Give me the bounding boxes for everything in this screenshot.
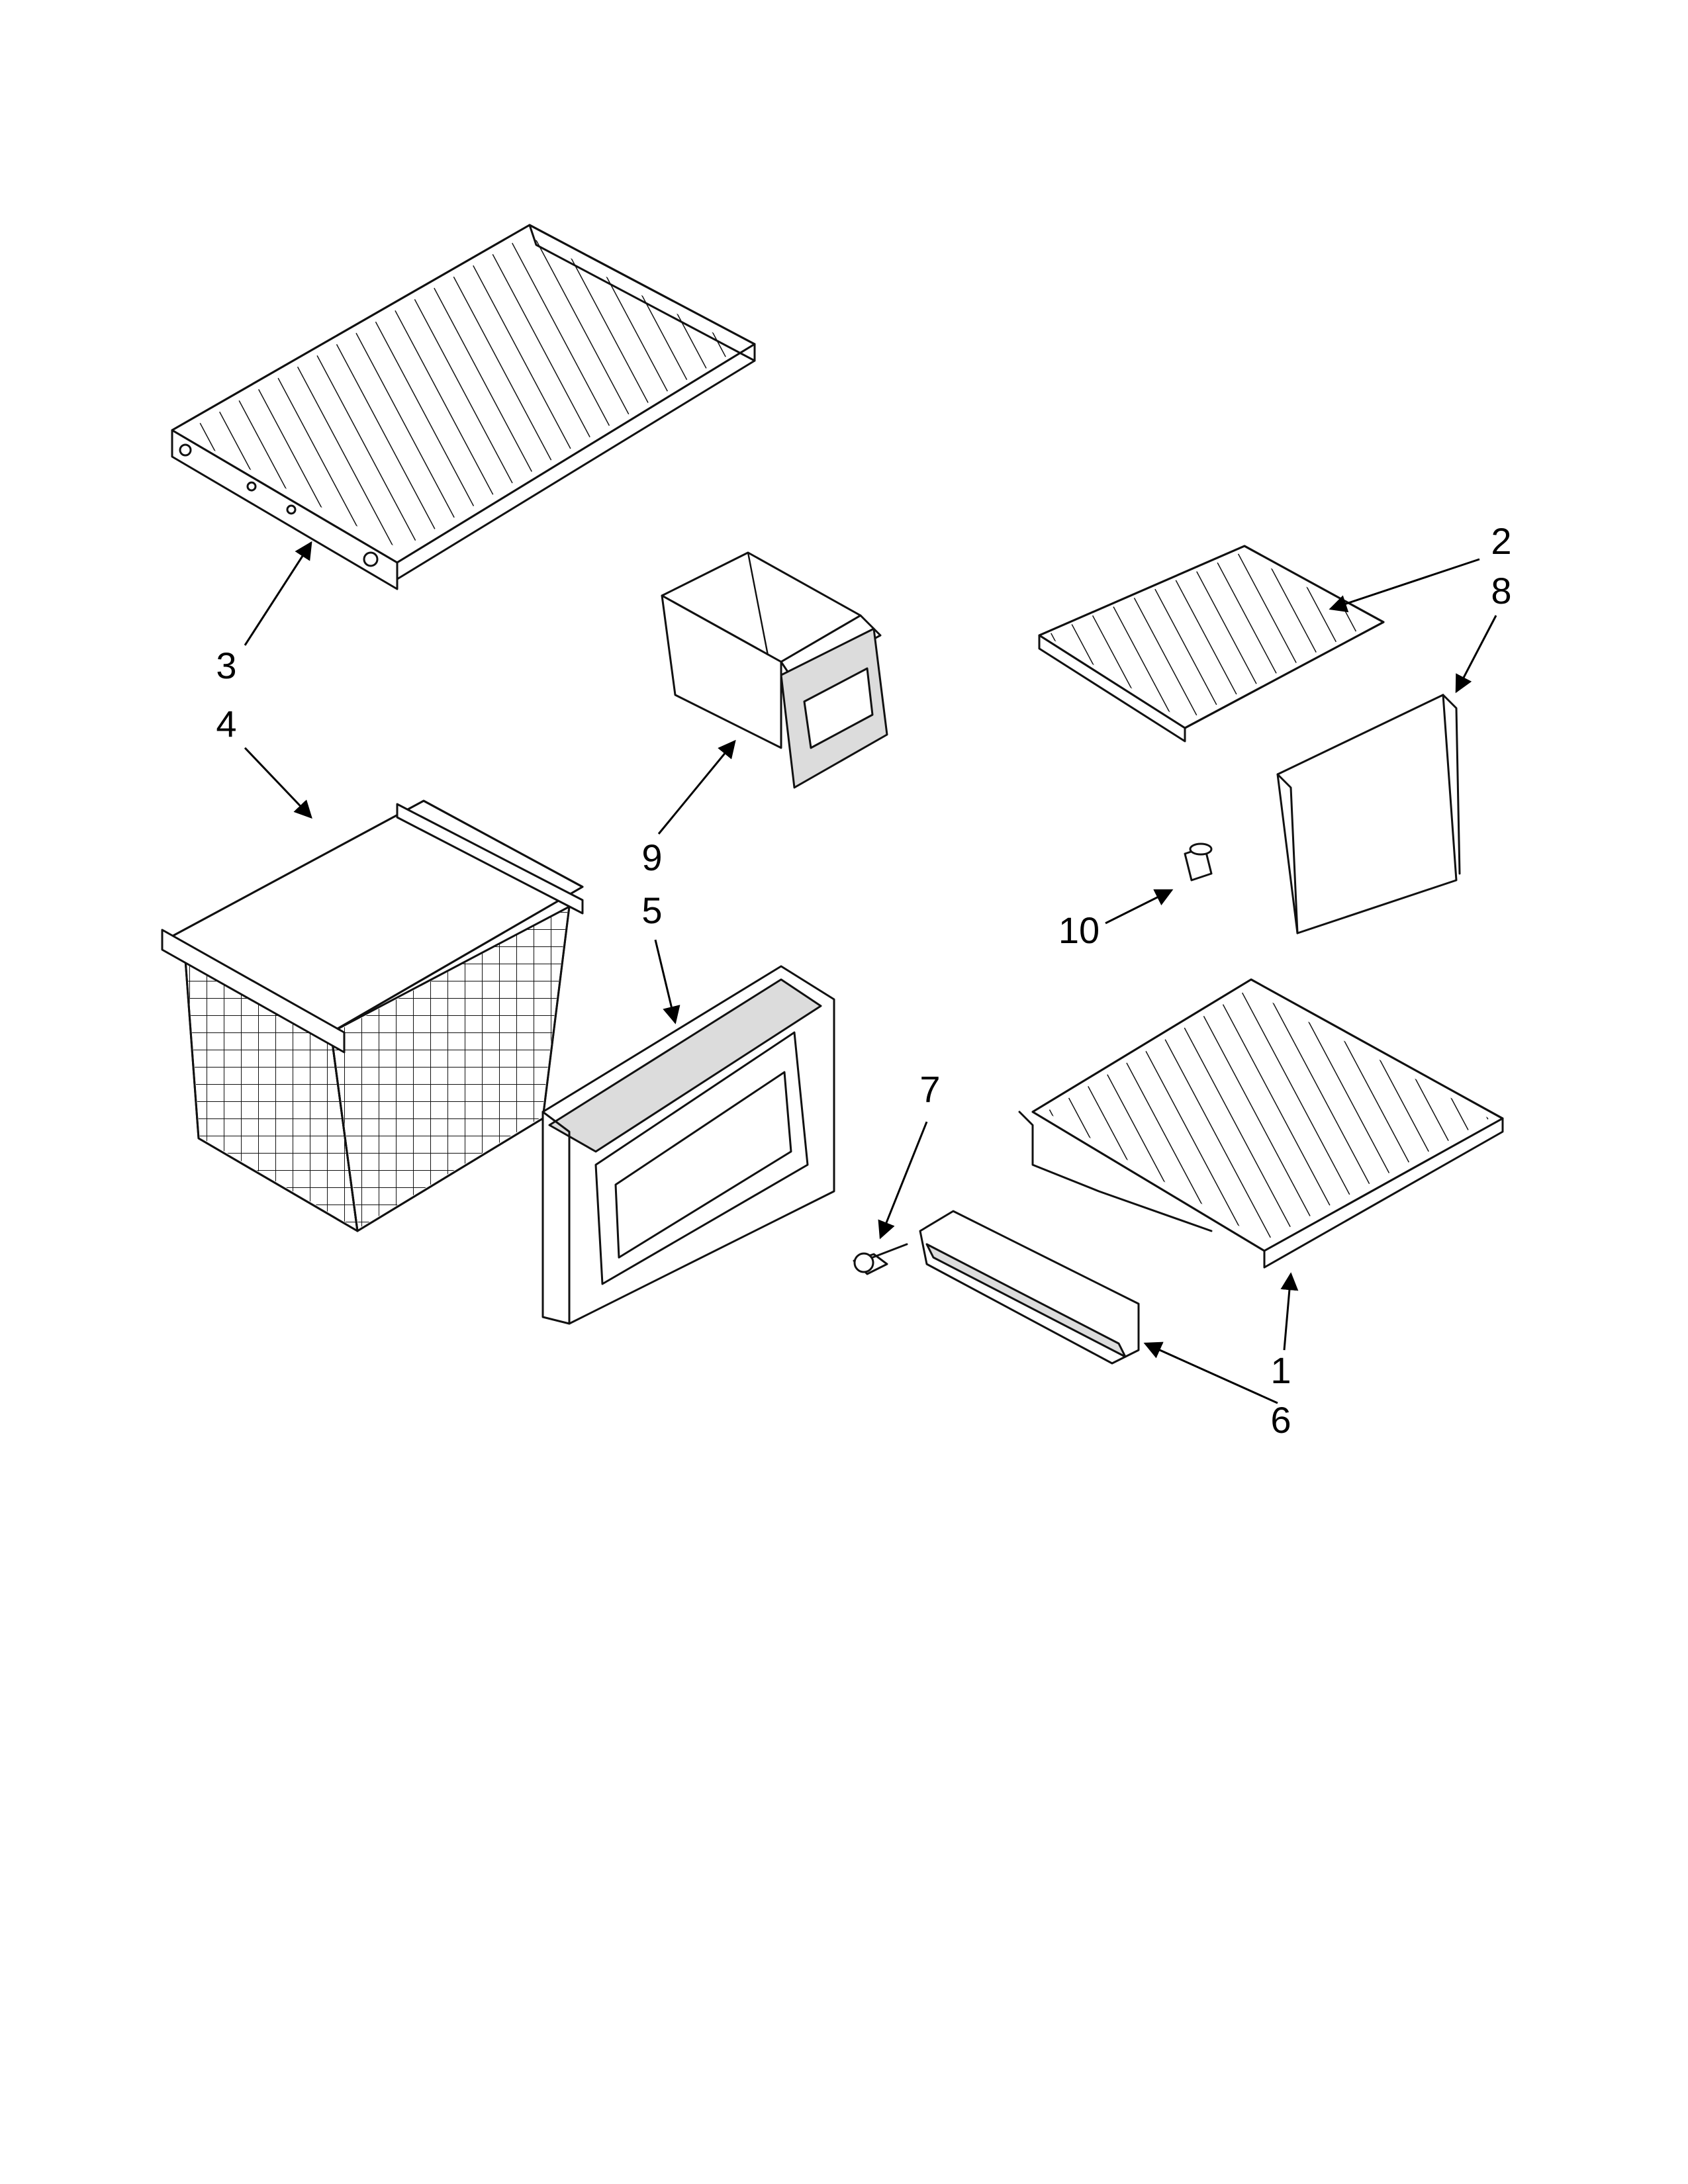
- callout-4: 4: [216, 703, 236, 745]
- callout-6: 6: [1270, 1399, 1291, 1441]
- part-1-lower-shelf: [1018, 978, 1504, 1269]
- callout-8: 8: [1491, 570, 1511, 612]
- part-10-bumper: [1184, 842, 1213, 882]
- leader-3: [244, 541, 312, 646]
- callout-1: 1: [1270, 1349, 1291, 1391]
- leader-2: [1329, 558, 1480, 613]
- part-6-shelf-rail: [919, 1210, 1140, 1365]
- part-4-freezer-basket: [161, 799, 584, 1232]
- part-5-basket-front: [541, 965, 835, 1325]
- leader-1: [1280, 1272, 1299, 1351]
- callout-9: 9: [641, 837, 662, 878]
- callout-5: 5: [641, 889, 662, 931]
- part-2-shelf: [1038, 545, 1385, 743]
- callout-2: 2: [1491, 520, 1511, 562]
- leader-8: [1455, 615, 1497, 694]
- leader-5: [654, 939, 680, 1024]
- callout-3: 3: [216, 645, 236, 686]
- leader-7: [878, 1121, 928, 1240]
- leader-10: [1105, 889, 1174, 925]
- part-3-freezer-shelf: [171, 224, 756, 590]
- part-9-freezer-bin: [661, 551, 888, 789]
- callout-labels: 3 4 9 5 2 8 10 7 1 6: [216, 520, 1511, 1441]
- callout-7: 7: [919, 1068, 940, 1110]
- leader-6: [1143, 1342, 1278, 1404]
- leader-lines: [244, 541, 1497, 1404]
- part-7-screw: [853, 1243, 908, 1275]
- part-8-shelf-trim: [1276, 694, 1461, 934]
- leader-9: [657, 739, 736, 835]
- leader-4: [244, 747, 312, 819]
- callout-10: 10: [1058, 909, 1100, 951]
